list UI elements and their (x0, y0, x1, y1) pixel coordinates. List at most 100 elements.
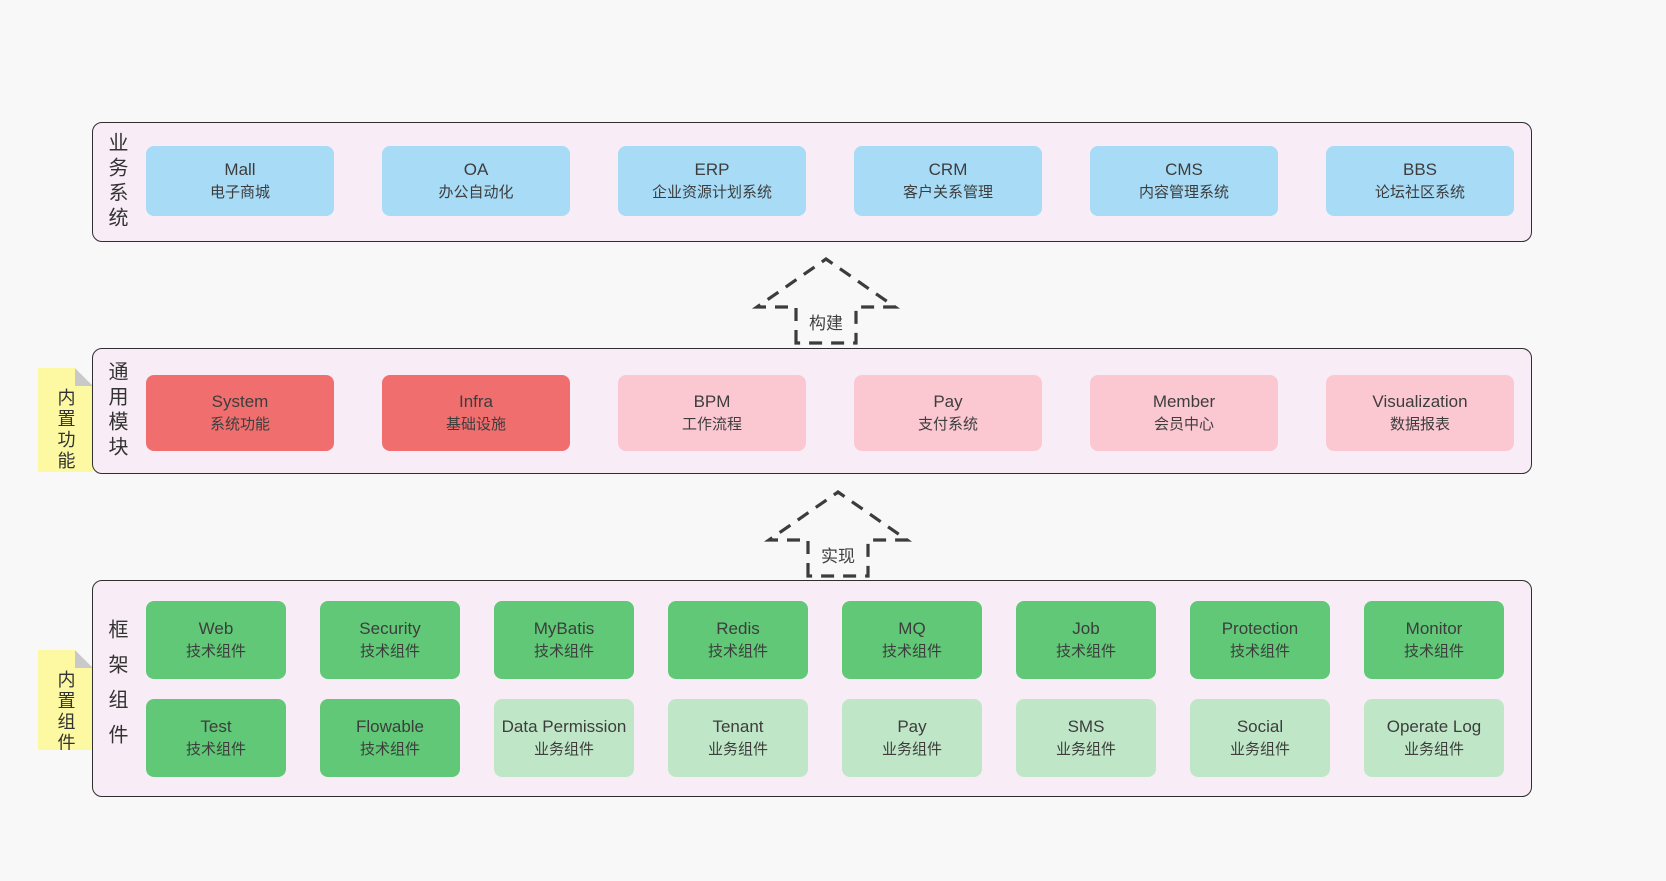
box-title: BPM (693, 391, 731, 411)
box-title: Visualization (1372, 391, 1468, 411)
box-member: Member 会员中心 (1090, 375, 1278, 451)
box-sms: SMS 业务组件 (1016, 699, 1156, 777)
box-crm: CRM 客户关系管理 (854, 146, 1042, 216)
box-subtitle: 技术组件 (1055, 643, 1116, 661)
box-title: Job (1072, 618, 1100, 638)
section-label-framework-components: 框架组件 (105, 618, 127, 759)
box-subtitle: 内容管理系统 (1138, 184, 1229, 202)
box-title: Mall (224, 159, 256, 179)
box-subtitle: 技术组件 (881, 643, 942, 661)
box-subtitle: 技术组件 (185, 643, 246, 661)
box-title: Web (198, 618, 234, 638)
box-subtitle: 论坛社区系统 (1374, 184, 1465, 202)
box-title: ERP (694, 159, 730, 179)
box-subtitle: 支付系统 (917, 416, 978, 434)
box-subtitle: 办公自动化 (438, 184, 514, 202)
box-system: System 系统功能 (146, 375, 334, 451)
box-title: SMS (1067, 716, 1105, 736)
section-label-common-modules: 通用模块 (105, 361, 127, 461)
section-framework-components: 框架组件 Web 技术组件 Security 技术组件 MyBatis 技术组件… (92, 580, 1532, 797)
box-title: Flowable (355, 716, 425, 736)
arrow-build: 构建 (751, 253, 901, 345)
box-title: Protection (1221, 618, 1299, 638)
box-pay: Pay 支付系统 (854, 375, 1042, 451)
box-mq: MQ 技术组件 (842, 601, 982, 679)
box-subtitle: 技术组件 (707, 643, 768, 661)
up-arrow-dashed-icon (751, 257, 901, 345)
box-tenant: Tenant 业务组件 (668, 699, 808, 777)
box-title: CMS (1165, 159, 1203, 179)
box-subtitle: 电子商城 (209, 184, 270, 202)
box-title: Data Permission (501, 716, 627, 736)
box-title: Test (200, 716, 232, 736)
note-fold-corner-icon (75, 368, 93, 386)
box-subtitle: 业务组件 (881, 741, 942, 759)
box-title: CRM (928, 159, 968, 179)
box-subtitle: 业务组件 (1403, 741, 1464, 759)
box-subtitle: 业务组件 (707, 741, 768, 759)
common-modules-row: System 系统功能 Infra 基础设施 BPM 工作流程 Pay 支付系统… (146, 375, 1514, 451)
box-bpm: BPM 工作流程 (618, 375, 806, 451)
box-subtitle: 客户关系管理 (902, 184, 993, 202)
box-subtitle: 业务组件 (1229, 741, 1290, 759)
section-label-business-systems: 业务系统 (105, 132, 127, 232)
box-subtitle: 系统功能 (209, 416, 270, 434)
box-title: Infra (458, 391, 494, 411)
framework-components-row-2: Test 技术组件 Flowable 技术组件 Data Permission … (146, 699, 1504, 777)
sticky-note-built-in-features: 内置功能 (38, 368, 93, 472)
box-title: System (211, 391, 269, 411)
box-protection: Protection 技术组件 (1190, 601, 1330, 679)
box-title: OA (463, 159, 489, 179)
note-text: 内置功能 (55, 388, 76, 472)
box-subtitle: 业务组件 (1055, 741, 1116, 759)
box-job: Job 技术组件 (1016, 601, 1156, 679)
box-title: MyBatis (533, 618, 595, 638)
box-subtitle: 工作流程 (681, 416, 742, 434)
box-visualization: Visualization 数据报表 (1326, 375, 1514, 451)
box-title: Redis (716, 618, 760, 638)
box-title: Monitor (1405, 618, 1463, 638)
box-title: MQ (898, 618, 926, 638)
arrow-implement: 实现 (763, 486, 913, 578)
box-cms: CMS 内容管理系统 (1090, 146, 1278, 216)
box-mybatis: MyBatis 技术组件 (494, 601, 634, 679)
box-title: Social (1236, 716, 1284, 736)
note-fold-corner-icon (75, 650, 93, 668)
arrow-label: 构建 (809, 314, 843, 333)
box-subtitle: 技术组件 (1403, 643, 1464, 661)
box-subtitle: 技术组件 (359, 741, 420, 759)
box-bbs: BBS 论坛社区系统 (1326, 146, 1514, 216)
box-title: Operate Log (1386, 716, 1482, 736)
arrow-label: 实现 (821, 547, 855, 566)
box-subtitle: 会员中心 (1153, 416, 1214, 434)
box-flowable: Flowable 技术组件 (320, 699, 460, 777)
box-subtitle: 技术组件 (185, 741, 246, 759)
box-oa: OA 办公自动化 (382, 146, 570, 216)
box-redis: Redis 技术组件 (668, 601, 808, 679)
box-title: Pay (897, 716, 927, 736)
box-operate-log: Operate Log 业务组件 (1364, 699, 1504, 777)
box-infra: Infra 基础设施 (382, 375, 570, 451)
box-test: Test 技术组件 (146, 699, 286, 777)
box-title: Security (359, 618, 421, 638)
sticky-note-built-in-components: 内置组件 (38, 650, 93, 750)
box-title: Pay (933, 391, 963, 411)
box-data-permission: Data Permission 业务组件 (494, 699, 634, 777)
box-title: Member (1152, 391, 1216, 411)
box-subtitle: 企业资源计划系统 (651, 184, 772, 202)
box-mall: Mall 电子商城 (146, 146, 334, 216)
box-subtitle: 技术组件 (1229, 643, 1290, 661)
box-subtitle: 数据报表 (1389, 416, 1450, 434)
up-arrow-dashed-icon (763, 490, 913, 578)
framework-components-row-1: Web 技术组件 Security 技术组件 MyBatis 技术组件 Redi… (146, 601, 1504, 679)
section-common-modules: 通用模块 System 系统功能 Infra 基础设施 BPM 工作流程 Pay… (92, 348, 1532, 474)
box-web: Web 技术组件 (146, 601, 286, 679)
box-security: Security 技术组件 (320, 601, 460, 679)
box-title: BBS (1402, 159, 1438, 179)
note-text: 内置组件 (55, 670, 76, 754)
box-social: Social 业务组件 (1190, 699, 1330, 777)
box-subtitle: 基础设施 (445, 416, 506, 434)
box-subtitle: 技术组件 (533, 643, 594, 661)
box-monitor: Monitor 技术组件 (1364, 601, 1504, 679)
box-subtitle: 技术组件 (359, 643, 420, 661)
